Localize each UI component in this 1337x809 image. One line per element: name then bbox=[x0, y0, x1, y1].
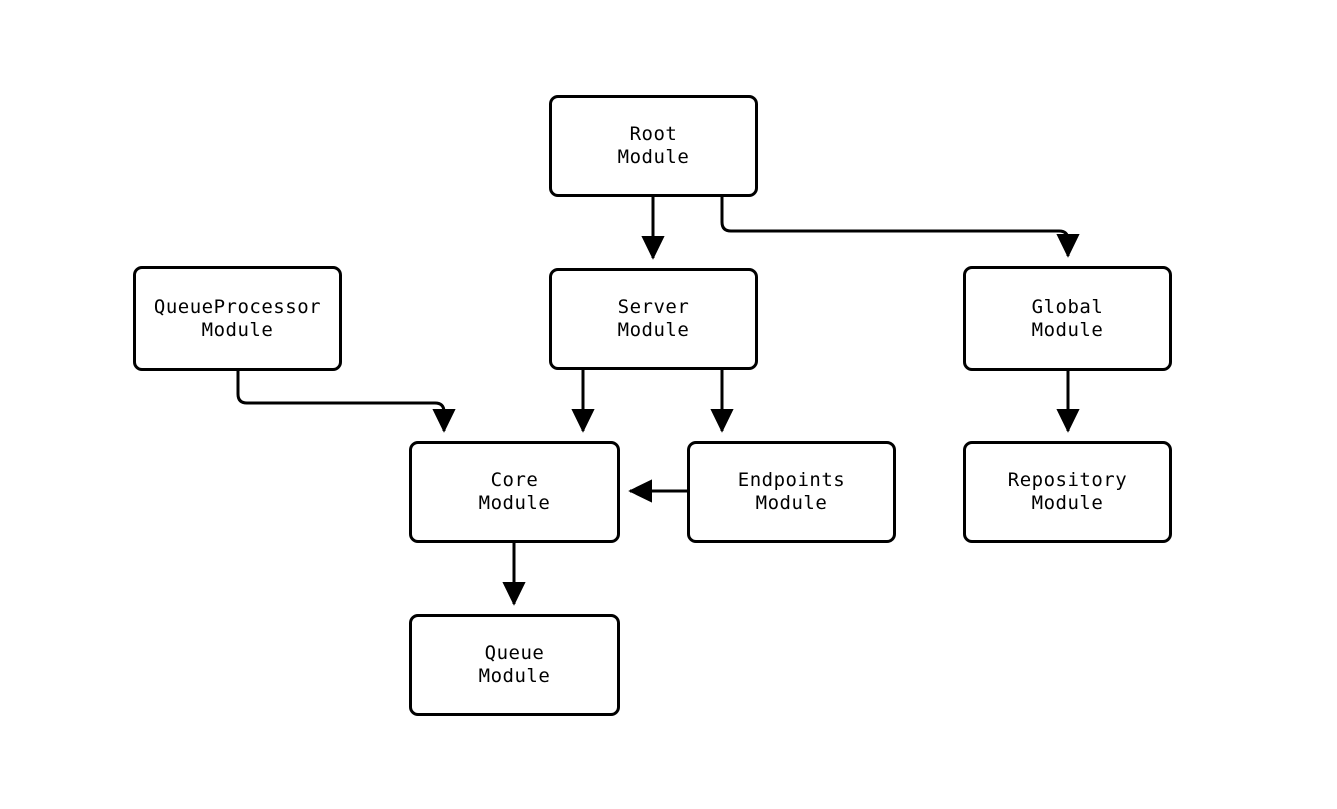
node-queue[interactable]: Queue Module bbox=[409, 614, 620, 716]
edge-queueprocessor-to-core bbox=[236, 371, 456, 433]
node-root-label-line1: Root bbox=[629, 123, 678, 145]
node-repository-label-line2: Module bbox=[1031, 492, 1104, 514]
node-server-label-line2: Module bbox=[617, 319, 690, 341]
node-root-label-line2: Module bbox=[617, 146, 690, 168]
node-core[interactable]: Core Module bbox=[409, 441, 620, 543]
node-global[interactable]: Global Module bbox=[963, 266, 1172, 371]
node-queueprocessor-label-line1: QueueProcessor bbox=[153, 295, 322, 318]
node-endpoints[interactable]: Endpoints Module bbox=[687, 441, 896, 543]
node-core-label-line1: Core bbox=[490, 469, 539, 491]
node-root[interactable]: Root Module bbox=[549, 95, 758, 197]
node-repository[interactable]: Repository Module bbox=[963, 441, 1172, 543]
node-global-label-line1: Global bbox=[1031, 295, 1104, 318]
node-repository-label-line1: Repository bbox=[1007, 469, 1128, 491]
node-queue-label-line2: Module bbox=[478, 665, 551, 687]
node-server[interactable]: Server Module bbox=[549, 268, 758, 370]
node-endpoints-label-line1: Endpoints bbox=[737, 469, 846, 491]
node-queueprocessor-label-line2: Module bbox=[201, 318, 274, 341]
node-server-label-line1: Server bbox=[617, 296, 690, 318]
node-queue-label-line1: Queue bbox=[484, 642, 545, 664]
node-global-label-line2: Module bbox=[1031, 318, 1104, 341]
edge-root-to-global bbox=[720, 197, 1080, 258]
node-queueprocessor[interactable]: QueueProcessor Module bbox=[133, 266, 342, 371]
node-core-label-line2: Module bbox=[478, 492, 551, 514]
node-endpoints-label-line2: Module bbox=[755, 492, 828, 514]
